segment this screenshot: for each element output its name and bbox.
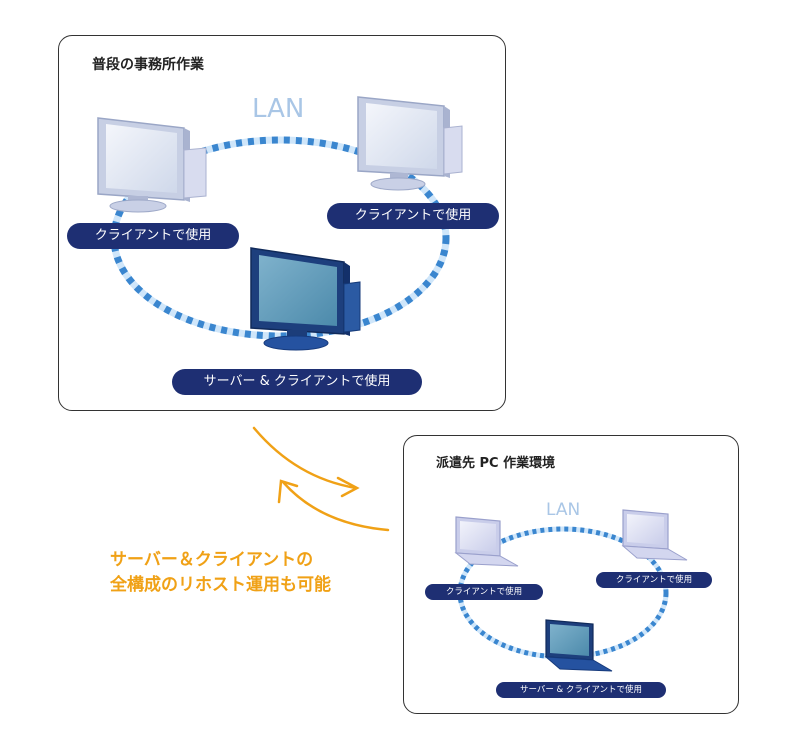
remote-left-laptop-icon [454,516,519,567]
office-panel-title: 普段の事務所作業 [92,57,204,73]
swap-arrows-icon [252,426,390,532]
rehost-caption-line2: 全構成のリホスト運用も可能 [110,575,331,595]
office-left-monitor-icon [97,117,207,213]
office-right-monitor-icon [357,96,463,191]
remote-panel-title: 派遣先 PC 作業環境 [436,456,556,471]
rehost-caption: サーバー＆クライアントの 全構成のリホスト運用も可能 [110,548,331,598]
remote-client-right-label: クライアントで使用 [596,572,712,588]
remote-server-label: サーバー & クライアントで使用 [496,682,666,698]
office-server-monitor-icon [250,247,361,351]
office-server-label: サーバー & クライアントで使用 [172,369,422,395]
rehost-caption-line1: サーバー＆クライアントの [110,550,314,570]
remote-server-laptop-icon [544,619,613,672]
remote-client-left-label: クライアントで使用 [425,584,543,600]
office-client-right-label: クライアントで使用 [327,203,499,229]
office-client-left-label: クライアントで使用 [67,223,239,249]
remote-lan-label: LAN [546,500,581,520]
remote-right-laptop-icon [621,509,688,561]
office-lan-label: LAN [252,94,305,124]
